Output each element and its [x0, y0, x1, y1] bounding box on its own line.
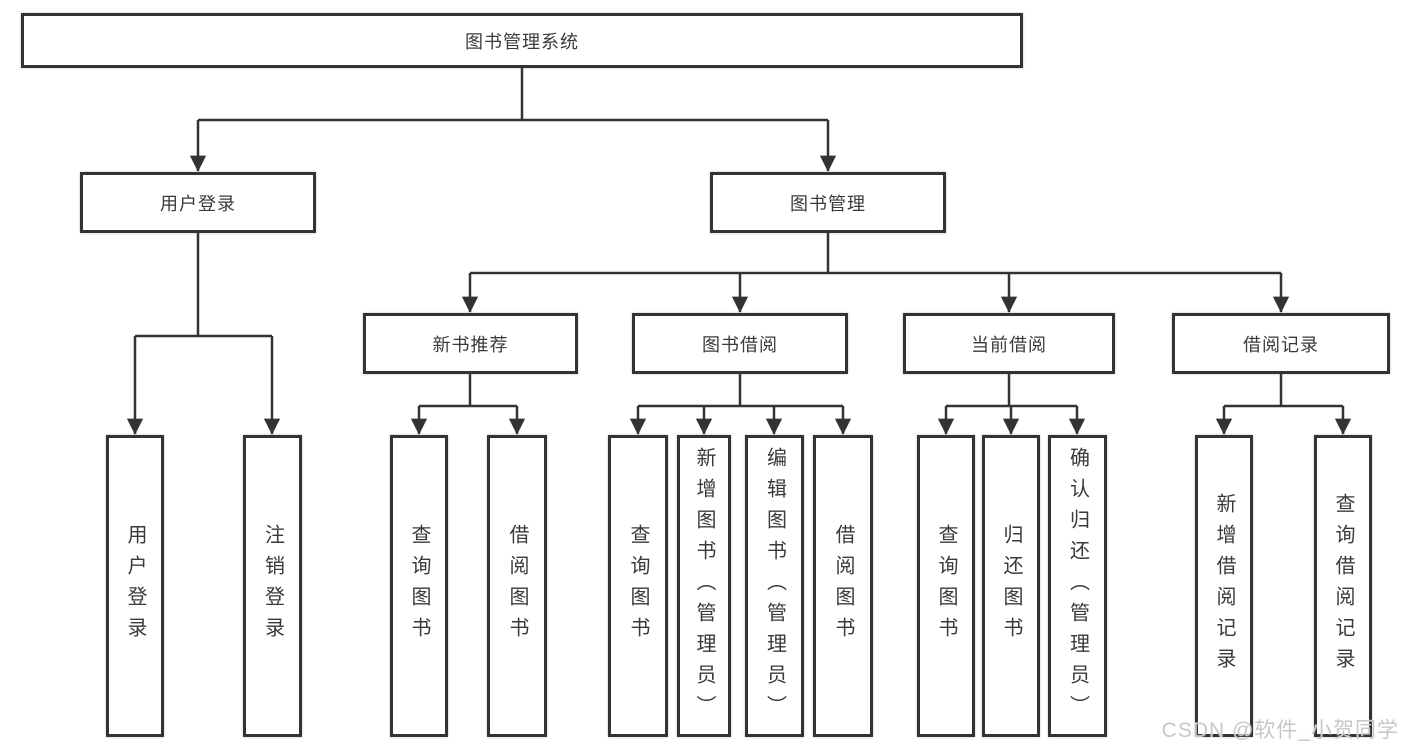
node-label: 用户登录 — [160, 193, 236, 214]
node-label: 图书管理系统 — [465, 31, 579, 52]
leaf-user-login: 用户登录 — [106, 435, 164, 737]
node-new-book-recommend: 新书推荐 — [363, 313, 578, 374]
node-current-borrow: 当前借阅 — [903, 313, 1115, 374]
node-root-system: 图书管理系统 — [21, 13, 1023, 68]
leaf-label: 借阅图书 — [832, 524, 854, 648]
node-label: 借阅记录 — [1243, 334, 1319, 355]
node-label: 图书借阅 — [702, 334, 778, 355]
leaf-recommend-borrow-books: 借阅图书 — [487, 435, 547, 737]
leaf-label: 查询图书 — [935, 524, 957, 648]
leaf-label: 查询图书 — [408, 524, 430, 648]
leaf-label: 新增图书（管理员） — [693, 446, 715, 726]
node-borrow-records: 借阅记录 — [1172, 313, 1390, 374]
leaf-label: 借阅图书 — [506, 524, 528, 648]
leaf-label: 查询图书 — [627, 524, 649, 648]
leaf-label: 查询借阅记录 — [1332, 493, 1354, 679]
leaf-logout: 注销登录 — [243, 435, 302, 737]
node-book-borrow: 图书借阅 — [632, 313, 848, 374]
leaf-borrow-borrow-books: 借阅图书 — [813, 435, 873, 737]
leaf-label: 注销登录 — [261, 524, 284, 648]
leaf-current-confirm-return-admin: 确认归还（管理员） — [1048, 435, 1107, 737]
node-label: 新书推荐 — [432, 334, 509, 355]
node-label: 当前借阅 — [971, 334, 1047, 355]
leaf-records-add-record: 新增借阅记录 — [1195, 435, 1253, 737]
node-label: 图书管理 — [790, 193, 866, 214]
leaf-label: 编辑图书（管理员） — [763, 446, 786, 726]
leaf-current-query-books: 查询图书 — [917, 435, 975, 737]
leaf-recommend-query-books: 查询图书 — [390, 435, 448, 737]
leaf-label: 归还图书 — [1000, 524, 1022, 648]
leaf-label: 确认归还（管理员） — [1066, 446, 1089, 726]
leaf-borrow-add-books-admin: 新增图书（管理员） — [677, 435, 731, 737]
leaf-borrow-edit-books-admin: 编辑图书（管理员） — [745, 435, 804, 737]
leaf-records-query-record: 查询借阅记录 — [1314, 435, 1372, 737]
leaf-label: 用户登录 — [124, 524, 146, 648]
leaf-borrow-query-books: 查询图书 — [608, 435, 668, 737]
node-user-login-branch: 用户登录 — [80, 172, 316, 233]
csdn-watermark: CSDN @软件_小贺同学 — [1161, 719, 1399, 742]
node-book-management-branch: 图书管理 — [710, 172, 946, 233]
leaf-label: 新增借阅记录 — [1213, 493, 1235, 679]
leaf-current-return-books: 归还图书 — [982, 435, 1040, 737]
